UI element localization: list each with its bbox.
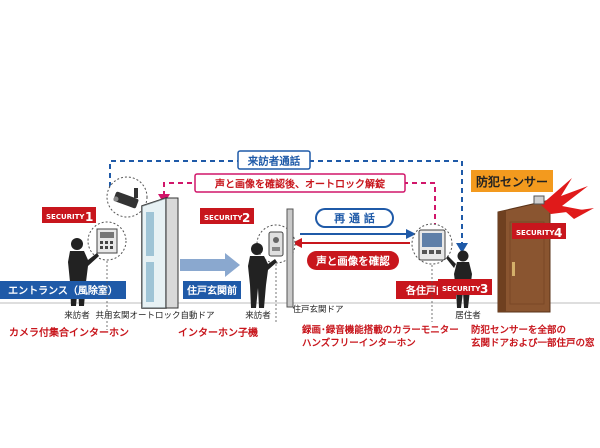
wooden-door	[497, 199, 551, 313]
visitor-1-label: 来訪者	[64, 310, 90, 321]
alarm-burst-icon	[541, 178, 594, 219]
door-sensor-icon	[533, 195, 545, 205]
security-badge-4-num: 4	[554, 226, 562, 240]
recall-label: 再 通 話	[334, 211, 375, 225]
unit-front-zone-box	[183, 281, 241, 299]
color-monitor-icon	[411, 223, 453, 265]
recall-arrowhead	[406, 229, 416, 239]
security-badge-3: SECURITY 3	[438, 279, 492, 296]
common-auto-lock-door	[141, 196, 179, 309]
security-badge-1-num: 1	[85, 210, 93, 224]
monitor-caption-line2: ハンズフリーインターホン	[302, 337, 416, 349]
unlock-label-box	[194, 173, 406, 193]
sensor-caption-line2: 玄関ドアおよび一部住戸の窓	[471, 337, 595, 349]
visitor-call-arrowhead	[456, 243, 468, 253]
security-badge-3-text: SECURITY	[442, 285, 481, 293]
sensor-title: 防犯センサー	[476, 174, 548, 189]
visitor-2-label: 来訪者	[245, 310, 271, 321]
confirm-pill	[307, 251, 399, 270]
confirm-label: 声と画像を確認	[315, 255, 390, 268]
security-camera-icon	[106, 176, 148, 218]
security-badge-4-text: SECURITY	[516, 229, 555, 237]
intercom-handset-caption: インターホン子機	[178, 264, 277, 339]
entrance-zone-box	[0, 281, 126, 299]
monitor-caption: 録画･録音機能搭載のカラーモニター ハンズフリーインターホン	[302, 265, 459, 349]
security-badge-2: SECURITY 2	[200, 208, 254, 225]
intercom-handset-caption-text: インターホン子機	[178, 326, 258, 339]
camera-intercom-caption: カメラ付集合インターホン	[9, 261, 129, 339]
unit-door-label: 住戸玄関ドア	[292, 304, 343, 315]
entrance-zone-label: エントランス（風除室）	[8, 284, 118, 297]
unit-front-zone-label: 住戸玄関前	[187, 284, 237, 297]
unlock-label: 声と画像を確認後、オートロック解錠	[214, 178, 385, 191]
camera-intercom-caption-text: カメラ付集合インターホン	[9, 326, 129, 339]
visitor-call-label: 来訪者通話	[247, 155, 301, 168]
security-badge-2-num: 2	[242, 211, 250, 225]
sensor-title-box	[471, 170, 553, 192]
unit-inside-zone-label: 各住戸内	[405, 284, 446, 297]
sensor-caption-line1: 防犯センサーを全部の	[471, 324, 566, 336]
resident-label: 居住者	[455, 310, 481, 321]
visitor-call-label-box	[237, 150, 311, 170]
recall-pill-inner	[317, 210, 392, 226]
unit-entrance-door-post	[286, 208, 294, 308]
sensor-caption: 防犯センサーを全部の 玄関ドアおよび一部住戸の窓	[471, 324, 595, 349]
intercom-handset-icon	[256, 224, 296, 264]
camera-intercom-panel-icon	[87, 221, 127, 261]
visitor-2-silhouette	[248, 243, 277, 308]
security-badge-2-text: SECURITY	[204, 214, 243, 222]
monitor-caption-line1: 録画･録音機能搭載のカラーモニター	[302, 324, 459, 336]
security-badge-1: SECURITY 1	[42, 207, 96, 224]
flow-arrow-to-unit	[180, 253, 240, 277]
security-badge-1-text: SECURITY	[46, 213, 85, 221]
security-badge-3-num: 3	[480, 282, 488, 296]
common-door-label: 共用玄関オートロック自動ドア	[95, 310, 214, 321]
security-badge-4: SECURITY 4	[512, 223, 566, 240]
confirm-arrowhead	[292, 238, 302, 248]
